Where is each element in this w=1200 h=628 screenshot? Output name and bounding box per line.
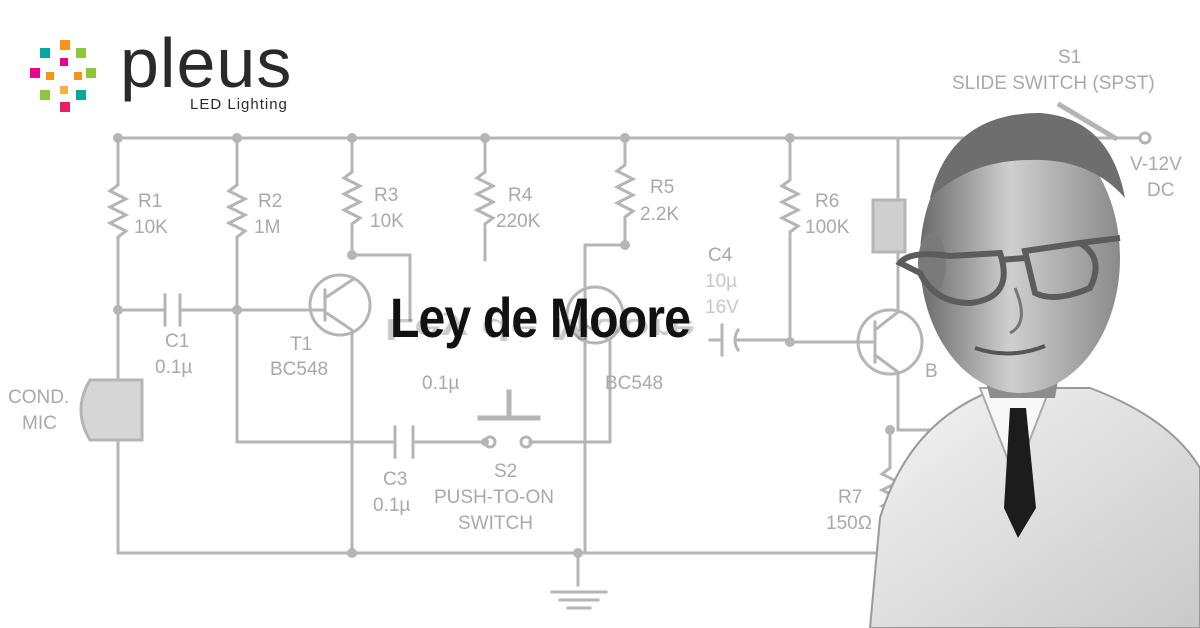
s2-line2: SWITCH [458, 513, 533, 534]
c1-label: C1 [165, 331, 190, 352]
supply-voltage: V-12V [1130, 154, 1182, 175]
r4-value: 220K [496, 211, 541, 232]
t1-value: BC548 [270, 359, 329, 380]
page-title: Ley de Moore [389, 286, 691, 349]
r4-label: R4 [508, 185, 533, 206]
t3-label: B [925, 361, 938, 382]
c3-value: 0.1µ [373, 495, 411, 516]
t2-value: BC548 [605, 373, 664, 394]
s2-label: S2 [494, 461, 518, 482]
r7-value: 150Ω [826, 513, 872, 534]
c1-value: 0.1µ [155, 357, 193, 378]
r3-label: R3 [374, 185, 399, 206]
s2-line1: PUSH-TO-ON [434, 487, 554, 508]
r3-value: 10K [370, 211, 404, 232]
r7-label: R7 [838, 487, 863, 508]
c4-voltage: 16V [705, 297, 739, 318]
r2-label: R2 [258, 191, 283, 212]
s1-description: SLIDE SWITCH (SPST) [952, 73, 1155, 94]
s1-label: S1 [1058, 47, 1082, 68]
c4-label: C4 [708, 245, 733, 266]
r6-value: 100K [805, 217, 850, 238]
r5-label: R5 [650, 177, 675, 198]
brand-name: pleus [120, 24, 293, 102]
r1-label: R1 [138, 191, 163, 212]
r5-value: 2.2K [640, 204, 680, 225]
portrait-photo [868, 113, 1200, 628]
brand-subtitle: LED Lighting [190, 96, 288, 113]
r1-value: 10K [134, 217, 168, 238]
mic-label-line2: MIC [22, 413, 57, 434]
c2-value: 0.1µ [422, 373, 460, 394]
r2-value: 1M [254, 217, 281, 238]
r6-label: R6 [815, 191, 840, 212]
c3-label: C3 [383, 469, 408, 490]
pleus-logo-icon [30, 40, 96, 112]
supply-type: DC [1147, 180, 1175, 201]
t1-label: T1 [290, 334, 313, 355]
mic-label-line1: COND. [8, 387, 70, 408]
c4-value: 10µ [705, 271, 738, 292]
